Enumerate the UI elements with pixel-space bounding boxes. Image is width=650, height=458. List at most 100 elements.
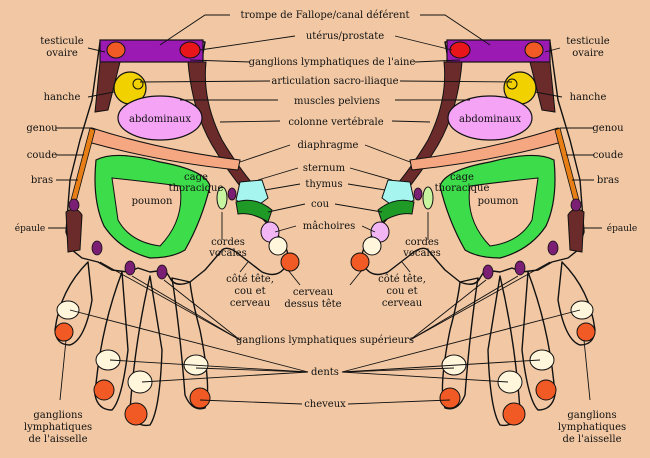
label-bras-right: bras bbox=[597, 175, 619, 186]
left-index-tip bbox=[189, 387, 211, 409]
label-hanche-right: hanche bbox=[570, 92, 607, 103]
label-cote-tete-left-3: cerveau bbox=[230, 298, 271, 309]
label-aisselle-left-3: de l'aisselle bbox=[28, 434, 87, 445]
right-middle-tip bbox=[502, 402, 526, 426]
right-abdominals bbox=[447, 95, 533, 141]
label-cheveux: cheveux bbox=[304, 399, 346, 410]
label-colonne: colonne vertébrale bbox=[288, 117, 383, 128]
label-thymus: thymus bbox=[305, 179, 342, 190]
label-cote-tete-left-2: cou et bbox=[234, 286, 265, 297]
left-pinky bbox=[54, 261, 93, 346]
left-thumb-nail bbox=[268, 236, 288, 256]
label-pelviens: muscles pelviens bbox=[294, 96, 380, 107]
right-thumb-nail bbox=[362, 236, 382, 256]
label-epaule-right: épaule bbox=[607, 223, 637, 234]
right-index bbox=[441, 277, 479, 410]
label-sternum: sternum bbox=[303, 163, 346, 174]
label-testicule-right: testicule bbox=[566, 36, 610, 47]
left-pinky-nail bbox=[56, 300, 80, 320]
right-shoulder-dot bbox=[570, 198, 582, 212]
label-ovaire-left: ovaire bbox=[46, 48, 78, 59]
label-poumon-right: poumon bbox=[478, 196, 519, 207]
right-ring-nail bbox=[529, 349, 555, 371]
right-diaphragm-band bbox=[409, 127, 563, 171]
label-aisselle-right-3: de l'aisselle bbox=[562, 434, 621, 445]
label-poumon-left: poumon bbox=[132, 196, 173, 207]
left-diaphragm-band bbox=[87, 127, 241, 171]
right-lymph-dot-1 bbox=[547, 240, 559, 256]
label-dents: dents bbox=[311, 367, 339, 378]
label-aisselle-left-1: ganglions bbox=[33, 410, 82, 421]
label-aisselle-right-1: ganglions bbox=[567, 410, 616, 421]
left-neck bbox=[235, 199, 273, 223]
left-shoulder bbox=[65, 208, 83, 253]
right-pinky-nail bbox=[570, 300, 594, 320]
label-coude-right: coude bbox=[593, 150, 623, 161]
label-epaule-left: épaule bbox=[15, 223, 45, 234]
left-thumb-tip bbox=[280, 252, 300, 272]
right-ovary-spot bbox=[524, 41, 544, 59]
label-diaphragme: diaphragme bbox=[298, 140, 359, 151]
leader-lines bbox=[48, 14, 602, 405]
label-aisselle-left-2: lymphatiques bbox=[24, 422, 92, 433]
left-lymph-dot-2 bbox=[124, 260, 136, 276]
right-sacro-dot bbox=[506, 78, 518, 90]
label-thoracique-right: thoracique bbox=[435, 183, 490, 194]
right-shoulder bbox=[567, 208, 585, 253]
label-genou-right: genou bbox=[592, 123, 624, 134]
label-abdominaux-left: abdominaux bbox=[129, 114, 191, 125]
labels: trompe de Fallope/canal déférent utérus/… bbox=[15, 10, 637, 445]
label-cage-left: cage bbox=[184, 172, 208, 183]
left-hand bbox=[54, 39, 300, 427]
right-ring-tip bbox=[535, 379, 557, 401]
label-abdominaux-right: abdominaux bbox=[459, 114, 521, 125]
label-vocales-left: vocales bbox=[208, 248, 246, 259]
label-cou: cou bbox=[311, 199, 330, 210]
label-trompe: trompe de Fallope/canal déférent bbox=[240, 10, 409, 21]
left-pinky-tip bbox=[54, 322, 74, 342]
label-sacro: articulation sacro-iliaque bbox=[271, 76, 398, 87]
left-uterus-spot bbox=[179, 41, 201, 59]
label-dessus-tete: dessus tête bbox=[284, 299, 341, 310]
label-machoires: mâchoires bbox=[303, 221, 356, 232]
right-lymph-dot-2 bbox=[514, 260, 526, 276]
left-leg-strip bbox=[70, 127, 96, 203]
left-lung-inner bbox=[111, 177, 182, 247]
left-vocal-cords bbox=[216, 186, 228, 210]
left-shoulder-dot bbox=[68, 198, 80, 212]
left-abdominals bbox=[117, 95, 203, 141]
right-neck bbox=[377, 199, 415, 223]
label-cote-tete-right-2: cou et bbox=[386, 286, 417, 297]
left-ring-nail bbox=[95, 349, 121, 371]
right-thumb-tip bbox=[350, 252, 370, 272]
label-ganglions-sup: ganglions lymphatiques supérieurs bbox=[236, 335, 414, 346]
left-lymph-dot-1 bbox=[91, 240, 103, 256]
right-middle-nail bbox=[497, 370, 523, 394]
right-index-tip bbox=[439, 387, 461, 409]
label-cote-tete-right-3: cerveau bbox=[382, 298, 423, 309]
left-middle-nail bbox=[127, 370, 153, 394]
left-ovary-spot bbox=[106, 41, 126, 59]
left-middle-tip bbox=[124, 402, 148, 426]
right-lung-inner bbox=[468, 177, 539, 247]
label-aisselle-right-2: lymphatiques bbox=[558, 422, 626, 433]
label-cage-right: cage bbox=[450, 172, 474, 183]
label-genou-left: genou bbox=[26, 123, 58, 134]
right-lymph-dot-3 bbox=[482, 264, 494, 280]
label-coude-left: coude bbox=[27, 150, 57, 161]
label-ovaire-right: ovaire bbox=[572, 48, 604, 59]
label-cerveau: cerveau bbox=[293, 287, 334, 298]
left-lymph-dot-3 bbox=[156, 264, 168, 280]
label-thoracique-left: thoracique bbox=[169, 183, 224, 194]
right-hand bbox=[350, 39, 596, 427]
label-bras-left: bras bbox=[31, 175, 53, 186]
right-uterus-spot bbox=[449, 41, 471, 59]
label-uterus: utérus/prostate bbox=[306, 31, 384, 42]
left-sacro-dot bbox=[132, 78, 144, 90]
label-cordes-right: cordes bbox=[405, 237, 439, 248]
label-cote-tete-left-1: côté tête, bbox=[226, 274, 274, 285]
left-ring-tip bbox=[93, 379, 115, 401]
left-index bbox=[171, 277, 209, 410]
